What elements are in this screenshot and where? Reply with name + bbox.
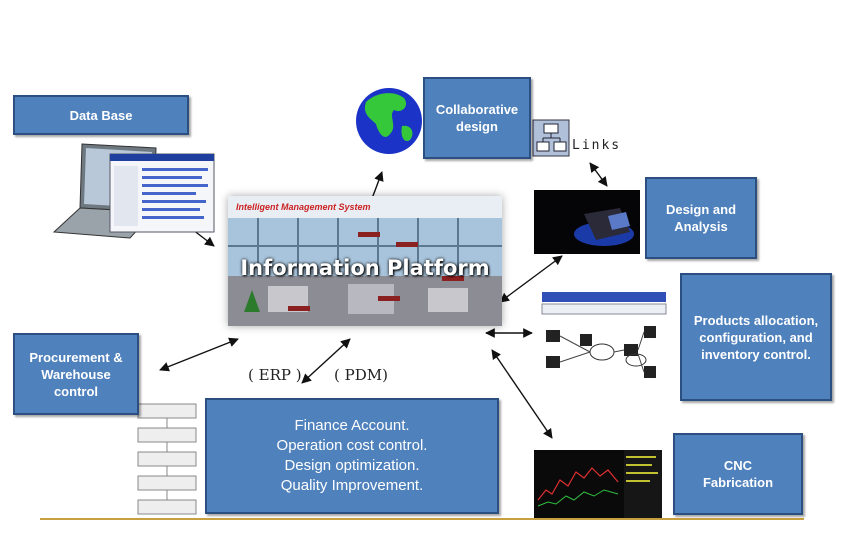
finance-line-1: Finance Account. (294, 417, 410, 434)
node-cnc-fabrication: CNC Fabrication (673, 433, 803, 515)
laptop-database-image (52, 143, 215, 239)
finance-line-3: Design optimization. (284, 457, 420, 474)
node-procurement-warehouse: Procurement & Warehouse control (13, 333, 139, 415)
arrow-platform-cnc (491, 349, 553, 439)
links-label: Links (572, 138, 622, 153)
office-scene-image (228, 196, 502, 326)
procurement-flowchart-image (137, 403, 197, 515)
design-analysis-image (534, 190, 640, 254)
node-cnc-fabrication-label: CNC Fabrication (702, 458, 774, 490)
network-links-icon (532, 119, 570, 157)
cnc-monitor-image (534, 450, 662, 520)
platform-banner: Intelligent Management System (236, 202, 371, 212)
node-collaborative-design-label: Collaborative design (435, 102, 519, 134)
node-database-label: Data Base (69, 107, 133, 123)
node-database: Data Base (13, 95, 189, 135)
products-network-image (541, 292, 667, 378)
arrow-platform-procurement (159, 337, 239, 372)
arrow-platform-finance (301, 338, 351, 384)
finance-line-2: Operation cost control. (276, 437, 428, 454)
arrow-platform-design (499, 255, 563, 303)
node-products-allocation: Products allocation, configuration, and … (680, 273, 832, 401)
arrow-links-design (589, 162, 608, 187)
node-design-analysis-label: Design and Analysis (665, 202, 737, 234)
caption-erp: ( ERP ) (248, 366, 302, 384)
node-collaborative-design: Collaborative design (423, 77, 531, 159)
platform-title: Information Platform (240, 256, 490, 280)
caption-pdm: ( PDM) (334, 366, 388, 384)
node-products-allocation-label: Products allocation, configuration, and … (693, 312, 819, 362)
finance-line-4: Quality Improvement. (280, 477, 424, 494)
node-procurement-warehouse-label: Procurement & Warehouse control (29, 349, 123, 399)
node-design-analysis: Design and Analysis (645, 177, 757, 259)
footer-rule (40, 518, 804, 520)
information-platform-panel: Intelligent Management System Informatio… (228, 196, 502, 326)
globe-icon (356, 88, 422, 154)
node-finance-account: Finance Account. Operation cost control.… (205, 398, 499, 514)
